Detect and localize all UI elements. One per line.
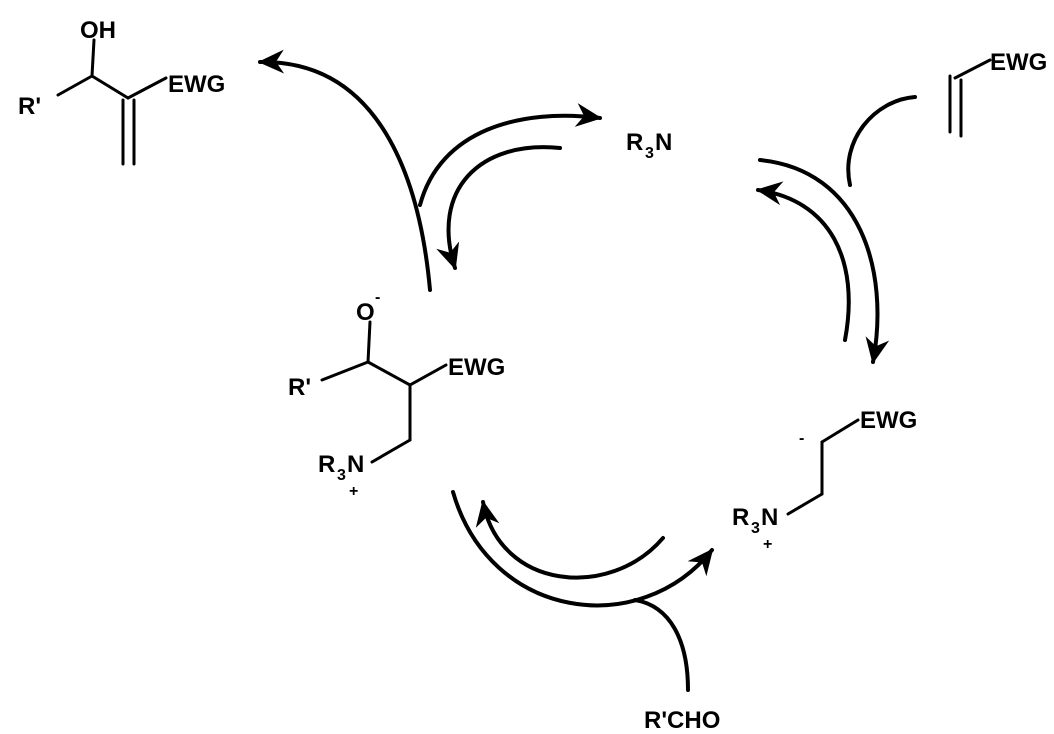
alkoxide-r-prime-label: R' — [288, 374, 311, 401]
product-r-prime-label: R' — [18, 93, 41, 120]
arrow-reverse-to-catalyst — [756, 181, 851, 342]
bond-zw-ewg — [820, 418, 860, 444]
zw-plus-label: + — [763, 536, 772, 553]
zwitterion-intermediate: - EWG R 3 N + — [732, 407, 917, 553]
alkoxide-intermediate: O - R' EWG R 3 N + — [288, 289, 505, 500]
zw-subscript-label: 3 — [751, 520, 760, 537]
product-structure: OH R' EWG — [18, 17, 225, 166]
alkene-ewg-label: EWG — [990, 49, 1047, 76]
alkoxide-plus-label: + — [349, 483, 358, 500]
bond-alkoxide-o — [366, 320, 372, 364]
arrow-product-release — [258, 49, 432, 292]
arrow-reverse-to-alkoxide — [436, 145, 562, 270]
reaction-arrows — [258, 49, 917, 692]
bond-alkoxide-n — [370, 438, 412, 464]
arrow-forward-to-catalyst — [418, 103, 602, 207]
alkoxide-r-label: R — [318, 451, 335, 478]
zw-carbanion-minus-label: - — [799, 430, 804, 447]
bond-zw-n — [786, 492, 824, 516]
zw-r-label: R — [732, 504, 749, 531]
arrow-forward-to-zwitterion — [758, 158, 890, 364]
arrow-forward-to-zwitterion-bottom — [451, 490, 714, 608]
aldehyde-label: R'CHO — [644, 707, 720, 734]
product-oh-label: OH — [80, 17, 116, 44]
alkoxide-minus-label: - — [375, 289, 380, 306]
bond-alkene-ewg — [126, 76, 168, 100]
bond-alkoxide-ewg — [408, 363, 448, 387]
catalyst-subscript-label: 3 — [645, 145, 654, 162]
alkoxide-o-label: O — [356, 299, 375, 326]
arrow-aldehyde-incoming — [633, 598, 690, 692]
activated-alkene: EWG — [948, 49, 1047, 138]
catalyst-n-label: N — [655, 129, 672, 156]
alkoxide-n-label: N — [347, 451, 364, 478]
product-ewg-label: EWG — [168, 71, 225, 98]
amine-catalyst: R 3 N — [626, 129, 672, 162]
alkoxide-subscript-label: 3 — [337, 467, 346, 484]
bond-alkene-ewg-top — [953, 58, 992, 80]
bond-chiral-alkene — [90, 74, 130, 100]
bond-alkoxide-c2 — [366, 360, 412, 387]
arrow-reverse-to-alkoxide-bottom — [475, 500, 665, 580]
bond-chiral-oh — [90, 38, 96, 78]
bond-alkoxide-r — [320, 360, 370, 382]
bond-r-chiral — [56, 74, 94, 97]
zw-ewg-label: EWG — [860, 407, 917, 434]
catalyst-r-label: R — [626, 129, 643, 156]
zw-n-label: N — [761, 504, 778, 531]
alkoxide-ewg-label: EWG — [448, 354, 505, 381]
arrow-alkene-incoming — [846, 95, 917, 187]
